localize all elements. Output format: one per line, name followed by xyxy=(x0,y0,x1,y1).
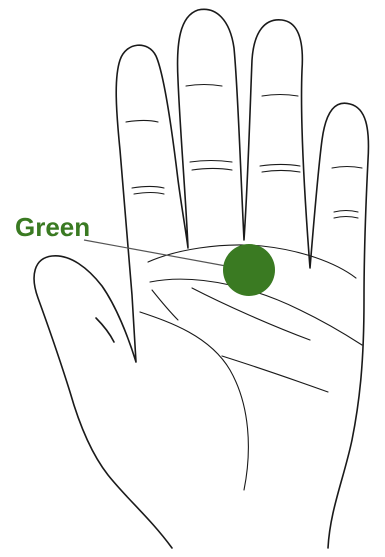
index-crease-mid-a xyxy=(132,187,164,189)
marker-label: Green xyxy=(15,212,90,242)
label-leader-line xyxy=(84,240,226,266)
life-line xyxy=(140,312,248,490)
index-crease-mid-b xyxy=(134,193,164,195)
hand-outline xyxy=(34,9,368,548)
index-crease-top xyxy=(126,121,158,123)
middle-crease-top xyxy=(186,85,222,87)
green-marker-dot xyxy=(223,244,275,296)
little-crease-mid-a xyxy=(334,211,358,213)
middle-crease-mid-b xyxy=(192,169,232,171)
little-crease-mid-b xyxy=(334,217,358,219)
ring-crease-mid-a xyxy=(260,165,300,167)
ring-crease-top xyxy=(262,95,298,97)
middle-crease-mid-a xyxy=(190,161,232,163)
little-crease-top xyxy=(332,167,362,169)
thumb-inner-line xyxy=(96,318,114,342)
ring-crease-mid-b xyxy=(262,171,300,173)
minor-line-3 xyxy=(152,290,178,320)
